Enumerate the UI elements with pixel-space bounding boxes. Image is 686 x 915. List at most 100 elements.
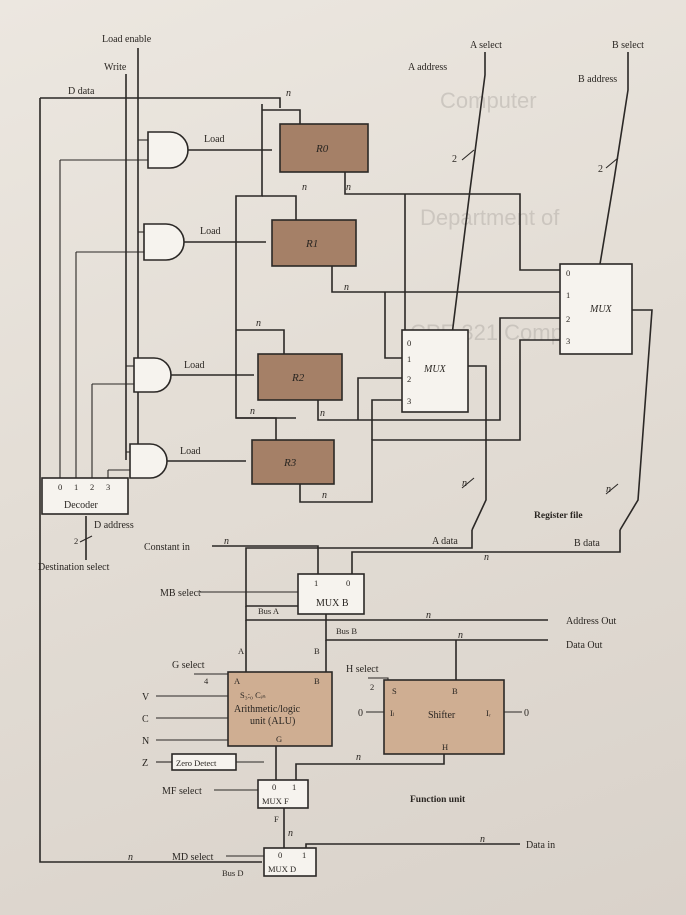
register-r3-label: R3 <box>283 457 297 469</box>
n-width-bdata-bus: n <box>484 552 489 563</box>
r2-out <box>317 317 560 421</box>
bus-b-wire <box>325 614 548 641</box>
zero-detect-label: Zero Detect <box>176 758 217 768</box>
mux-b-in-3: 3 <box>566 336 570 346</box>
data-in-label: Data in <box>526 840 555 851</box>
d-data-bus <box>40 97 281 108</box>
shifter-s-label: S <box>392 686 397 696</box>
register-r2 <box>257 353 343 401</box>
decoder <box>41 477 129 515</box>
mux-b-in-1: 1 <box>566 290 570 300</box>
b-data-label: B data <box>574 538 600 549</box>
shifter-il-label: Iₗ <box>390 708 395 718</box>
g-select-width: 4 <box>204 676 209 686</box>
ddata-r1 <box>262 195 297 220</box>
mux-b-out <box>619 309 653 531</box>
decoder-out-3: 3 <box>106 482 110 492</box>
ddata-r2 <box>236 329 285 354</box>
adata-to-busA <box>245 530 473 607</box>
shifter-zero-right: 0 <box>524 708 529 719</box>
bus-a-label: Bus A <box>258 606 280 616</box>
bus-b-small: B <box>314 646 320 656</box>
a-select-width: 2 <box>452 154 457 165</box>
n-width-datain: n <box>480 834 485 845</box>
mux-b-title: MUX <box>589 304 613 315</box>
mux-f-title: MUX F <box>262 796 289 806</box>
address-out-label: Address Out <box>566 616 616 627</box>
bus-b-label: Bus B <box>336 626 357 636</box>
md-select-label: MD select <box>172 852 214 863</box>
decoder-out-2: 2 <box>90 482 94 492</box>
mux-d-title: MUX D <box>268 864 296 874</box>
mux-bus-in-1: 1 <box>314 578 318 588</box>
r0-out <box>344 172 560 271</box>
a-data-label: A data <box>432 536 458 547</box>
n-width-r3out: n <box>322 490 327 501</box>
bg-text-2: Department of <box>420 205 560 230</box>
d-address-width: 2 <box>74 536 78 546</box>
flag-n: N <box>142 736 149 747</box>
alu <box>227 671 333 747</box>
mux-a <box>401 329 469 413</box>
adata-slash <box>461 477 475 489</box>
register-r0 <box>279 123 369 173</box>
bus-d-return <box>39 98 262 863</box>
and-gate-2 <box>133 357 172 393</box>
ddata-r3 <box>236 417 277 440</box>
mux-f-in-1: 1 <box>292 782 296 792</box>
n-width-address: n <box>426 610 431 621</box>
shifter <box>383 679 505 755</box>
and-gate-0 <box>147 131 189 169</box>
n-width-r0out: n <box>346 182 351 193</box>
decoder-out-1: 1 <box>74 482 78 492</box>
a-select-label: A select <box>470 40 502 51</box>
r1-out <box>331 266 560 293</box>
write-label: Write <box>104 62 127 73</box>
gate-label-2: Load <box>184 360 205 371</box>
n-width-muxf: n <box>288 828 293 839</box>
mux-d-in-1: 1 <box>302 850 306 860</box>
decoder-out-0: 0 <box>58 482 62 492</box>
b-select-wire <box>599 52 629 265</box>
shifter-zero-left: 0 <box>358 708 363 719</box>
bdata-to-muxbus <box>351 530 621 574</box>
mux-b-bus <box>297 573 365 615</box>
r1-to-muxa <box>384 292 402 359</box>
load-enable-label: Load enable <box>102 34 152 45</box>
n-width-adata: n <box>462 478 467 489</box>
mux-a-title: MUX <box>423 364 447 375</box>
n-width-dataout: n <box>458 630 463 641</box>
function-unit-label: Function unit <box>410 795 466 805</box>
and-gate-3 <box>129 443 168 479</box>
mux-f-in-0: 0 <box>272 782 276 792</box>
mux-f <box>257 779 309 809</box>
alu-title-1: Arithmetic/logic <box>234 704 301 715</box>
d-address-slash <box>79 535 93 543</box>
g-select-wire <box>194 673 233 680</box>
mux-b-regfile <box>559 263 633 355</box>
mux-a-in-2: 2 <box>407 374 411 384</box>
alu-a-in-label: A <box>238 646 245 656</box>
gate-label-0: Load <box>204 134 225 145</box>
mb-select-label: MB select <box>160 588 201 599</box>
flag-c: C <box>142 714 149 725</box>
mux-b-in-2: 2 <box>566 314 570 324</box>
and-gate-1 <box>143 223 185 261</box>
a-select-wire <box>451 52 486 336</box>
alu-a-label: A <box>234 676 241 686</box>
r3-to-muxa <box>371 399 402 440</box>
mux-a-in-3: 3 <box>407 396 411 406</box>
register-r2-label: R2 <box>291 372 305 384</box>
mux-d <box>263 847 317 877</box>
alu-select-label: S₃:₀ Cᵢₙ <box>240 690 266 700</box>
n-width-shifter: n <box>356 752 361 763</box>
r2-to-muxa <box>357 377 402 420</box>
alu-title-2: unit (ALU) <box>250 716 295 727</box>
n-width-r3: n <box>250 406 255 417</box>
mf-select-label: MF select <box>162 786 202 797</box>
shifter-h-label: H <box>442 742 448 752</box>
g-select-label: G select <box>172 660 205 671</box>
bdata-slash <box>605 483 619 495</box>
data-in-wire <box>305 843 520 848</box>
